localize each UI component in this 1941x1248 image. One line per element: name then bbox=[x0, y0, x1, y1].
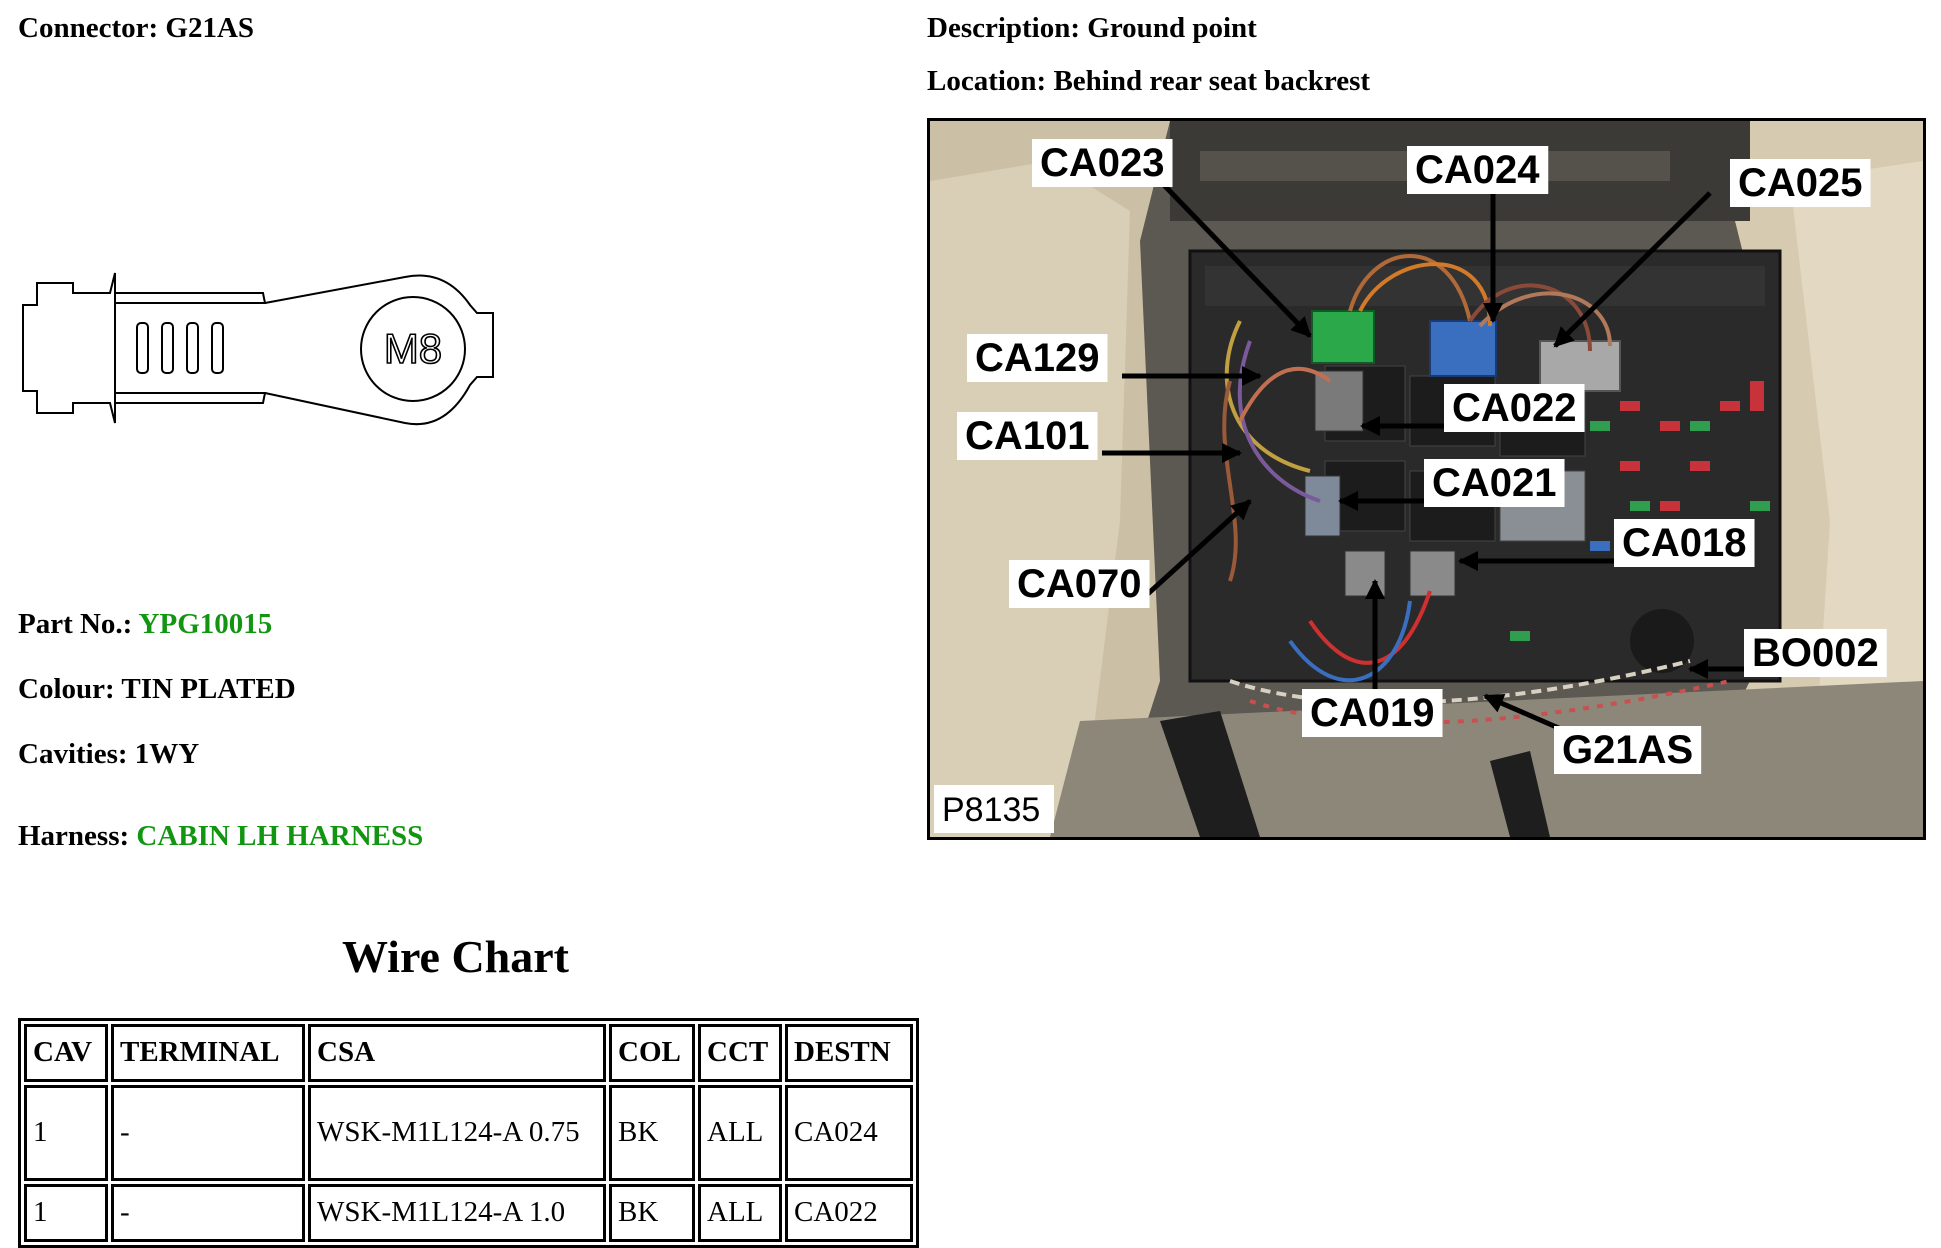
callout-label: CA101 bbox=[965, 414, 1090, 458]
colour-value: TIN PLATED bbox=[121, 673, 296, 705]
wire-chart-title: Wire Chart bbox=[342, 931, 569, 982]
header-col: COL bbox=[609, 1024, 695, 1082]
callout-ca101: CA101 bbox=[957, 412, 1098, 460]
callout-ca070: CA070 bbox=[1009, 560, 1150, 608]
wire-chart-table: CAV TERMINAL CSA COL CCT DESTN 1 - WSK-M… bbox=[18, 1018, 919, 1248]
header-csa: CSA bbox=[308, 1024, 606, 1082]
callout-background bbox=[1444, 384, 1585, 432]
callout-background bbox=[1744, 629, 1887, 677]
description-label: Description: bbox=[927, 12, 1081, 44]
cell-col: BK bbox=[609, 1085, 695, 1181]
photo-reference-label: P8135 bbox=[942, 791, 1040, 829]
header-terminal: TERMINAL bbox=[111, 1024, 305, 1082]
connector-value: G21AS bbox=[165, 12, 255, 44]
cavities-value: 1WY bbox=[134, 738, 200, 770]
callout-background bbox=[1009, 560, 1150, 608]
callout-label: CA070 bbox=[1017, 562, 1142, 606]
callout-label: CA024 bbox=[1415, 148, 1540, 192]
callout-background bbox=[1554, 726, 1702, 774]
harness-value: CABIN LH HARNESS bbox=[136, 820, 424, 852]
callout-label: CA023 bbox=[1040, 141, 1165, 185]
table-header-row: CAV TERMINAL CSA COL CCT DESTN bbox=[24, 1024, 913, 1082]
colour-label: Colour: bbox=[18, 673, 115, 705]
callout-background bbox=[1032, 139, 1173, 187]
part-number-value: YPG10015 bbox=[138, 608, 273, 640]
callout-label: CA025 bbox=[1738, 161, 1863, 205]
callout-label: G21AS bbox=[1562, 728, 1693, 772]
location-label: Location: bbox=[927, 65, 1047, 97]
cell-destn: CA024 bbox=[785, 1085, 913, 1181]
description-field: Description: Ground point bbox=[927, 12, 1257, 45]
location-value: Behind rear seat backrest bbox=[1053, 65, 1371, 97]
callout-label: BO002 bbox=[1752, 631, 1879, 675]
cell-csa: WSK-M1L124-A 1.0 bbox=[308, 1184, 606, 1242]
cell-cct: ALL bbox=[698, 1184, 782, 1242]
cell-destn: CA022 bbox=[785, 1184, 913, 1242]
callout-label: CA021 bbox=[1432, 461, 1557, 505]
cell-cct: ALL bbox=[698, 1085, 782, 1181]
header-cav: CAV bbox=[24, 1024, 108, 1082]
callout-ca024: CA024 bbox=[1407, 146, 1549, 194]
description-value: Ground point bbox=[1087, 12, 1257, 44]
callout-background bbox=[957, 412, 1098, 460]
callout-background bbox=[967, 334, 1108, 382]
harness-label: Harness: bbox=[18, 820, 130, 852]
callout-background bbox=[1424, 459, 1565, 507]
cell-terminal: - bbox=[111, 1085, 305, 1181]
connector-field: Connector: G21AS bbox=[18, 12, 254, 45]
stud-size-label: M8 bbox=[384, 325, 442, 372]
callout-ca022: CA022 bbox=[1444, 384, 1585, 432]
part-number-label: Part No.: bbox=[18, 608, 133, 640]
ring-terminal-drawing: M8 bbox=[22, 272, 494, 426]
cell-cav: 1 bbox=[24, 1184, 108, 1242]
header-cct: CCT bbox=[698, 1024, 782, 1082]
callout-ca018: CA018 bbox=[1614, 519, 1755, 567]
cell-cav: 1 bbox=[24, 1085, 108, 1181]
table-row: 1 - WSK-M1L124-A 1.0 BK ALL CA022 bbox=[24, 1184, 913, 1242]
callout-label: CA129 bbox=[975, 336, 1100, 380]
cell-col: BK bbox=[609, 1184, 695, 1242]
cavities-field: Cavities: 1WY bbox=[18, 738, 199, 771]
callout-background bbox=[1407, 146, 1549, 194]
callout-label: CA022 bbox=[1452, 386, 1577, 430]
harness-field: Harness: CABIN LH HARNESS bbox=[18, 820, 423, 853]
callout-ca023: CA023 bbox=[1032, 139, 1173, 187]
callout-label: CA019 bbox=[1310, 691, 1435, 735]
location-field: Location: Behind rear seat backrest bbox=[927, 65, 1370, 98]
callout-bo002: BO002 bbox=[1744, 629, 1887, 677]
table-row: 1 - WSK-M1L124-A 0.75 BK ALL CA024 bbox=[24, 1085, 913, 1181]
callout-ca129: CA129 bbox=[967, 334, 1108, 382]
callout-ca019: CA019 bbox=[1302, 689, 1443, 737]
callout-background bbox=[1730, 159, 1871, 207]
callout-background bbox=[1302, 689, 1443, 737]
cell-csa: WSK-M1L124-A 0.75 bbox=[308, 1085, 606, 1181]
connector-label: Connector: bbox=[18, 12, 159, 44]
colour-field: Colour: TIN PLATED bbox=[18, 673, 296, 706]
callout-label: CA018 bbox=[1622, 521, 1747, 565]
cell-terminal: - bbox=[111, 1184, 305, 1242]
callout-ca025: CA025 bbox=[1730, 159, 1871, 207]
cavities-label: Cavities: bbox=[18, 738, 128, 770]
callout-background bbox=[1614, 519, 1755, 567]
callout-layer: CA023 CA024 CA025CA129CA022CA101CA021CA018… bbox=[957, 139, 1887, 774]
callout-g21as: G21AS bbox=[1554, 726, 1702, 774]
callout-ca021: CA021 bbox=[1424, 459, 1565, 507]
part-number-field: Part No.: YPG10015 bbox=[18, 608, 272, 641]
header-destn: DESTN bbox=[785, 1024, 913, 1082]
